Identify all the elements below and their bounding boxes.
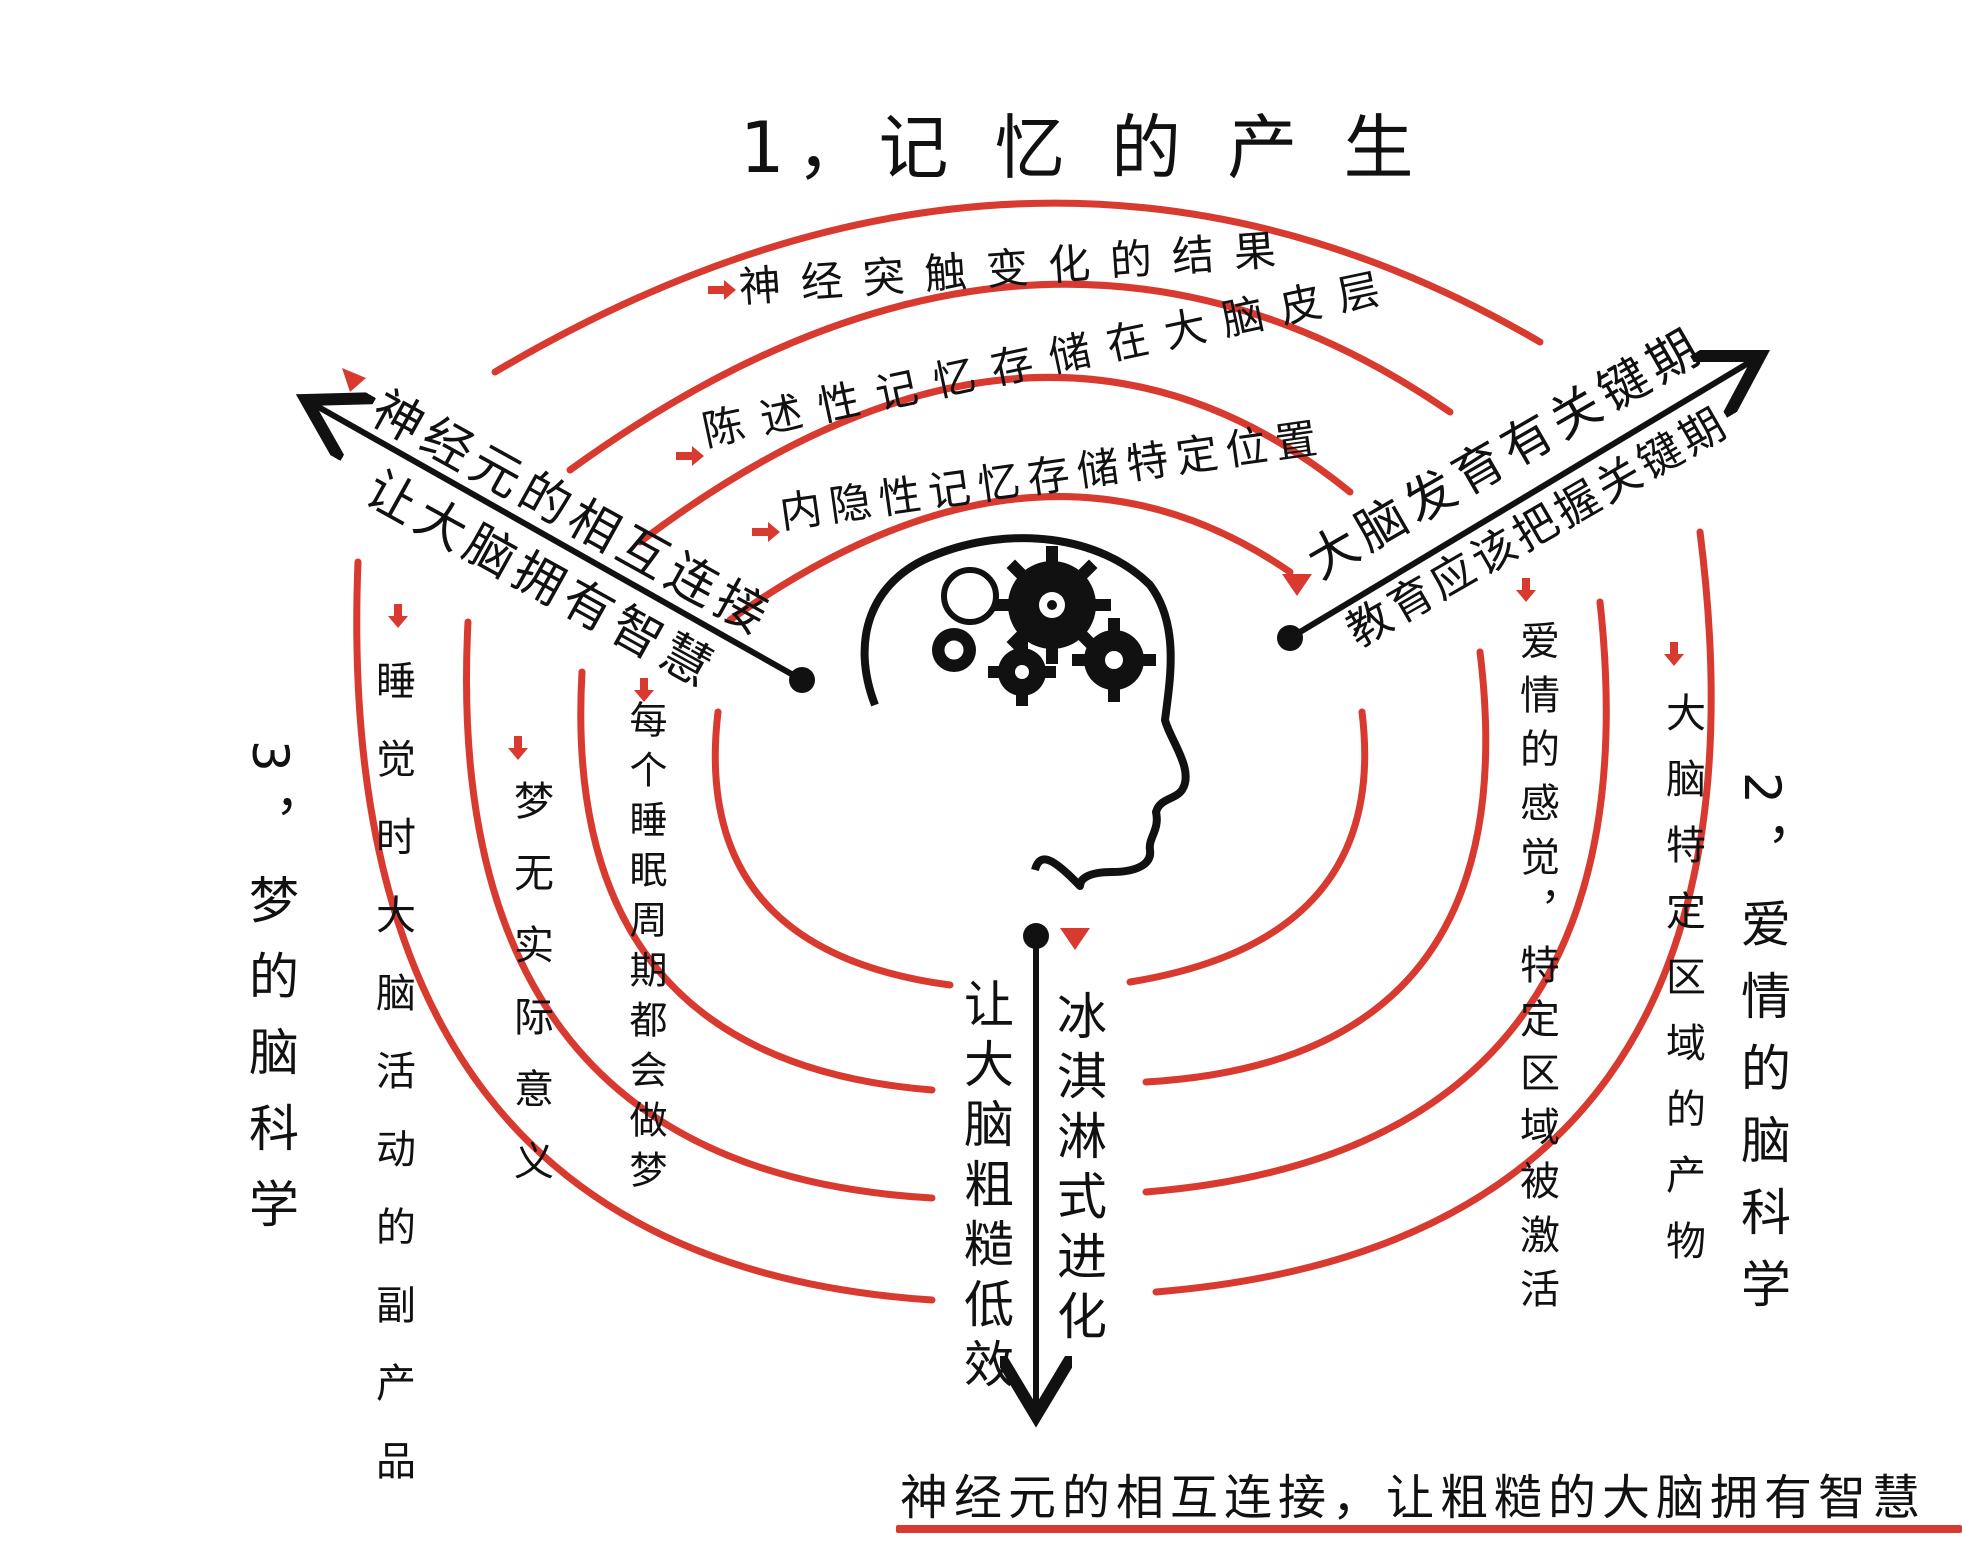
arc-right-2 bbox=[1142, 598, 1610, 1196]
arc-right-outer bbox=[1152, 528, 1715, 1296]
right-axis-dot bbox=[1277, 625, 1303, 651]
arrow-icon bbox=[1664, 642, 1684, 666]
arrow-icon bbox=[752, 522, 780, 542]
section3-title: 3，梦的脑科学 bbox=[241, 740, 299, 1254]
triangle-marker-icon bbox=[342, 368, 366, 392]
footer-underline bbox=[896, 1525, 1962, 1533]
bottom-axis-label-left: 让大脑粗糙低效 bbox=[956, 978, 1014, 1398]
right-axis-arrow bbox=[1288, 356, 1760, 641]
arc-upper-middle bbox=[566, 280, 1454, 474]
arc-left-inner bbox=[711, 708, 954, 989]
section3-item-3: 每个睡眠周期都会做梦 bbox=[623, 700, 667, 1200]
left-axis-dot bbox=[789, 667, 815, 693]
arrow-icon bbox=[708, 280, 736, 300]
triangle-marker-icon bbox=[1282, 574, 1312, 596]
arc-right-inner bbox=[1126, 708, 1369, 986]
section3-item-2: 梦无实际意义 bbox=[507, 780, 553, 1212]
arc-right-3 bbox=[1142, 648, 1490, 1086]
top-title: 1，记 忆 的 产 生 bbox=[740, 107, 1426, 189]
upper-arcs bbox=[491, 199, 1544, 624]
arc-left-outer bbox=[353, 558, 936, 1304]
arrow-icon bbox=[508, 736, 528, 760]
arc-left-3 bbox=[577, 668, 936, 1094]
arc-label-inner: 内隐性记忆存储特定位置 bbox=[777, 413, 1328, 538]
arrow-icon bbox=[634, 678, 654, 702]
section3-item-1: 睡觉时大脑活动的副产品 bbox=[369, 660, 415, 1518]
arrow-icon bbox=[676, 446, 704, 466]
arrow-icon bbox=[1516, 578, 1536, 602]
section2-title: 2，爱情的脑科学 bbox=[1733, 772, 1791, 1330]
brain-gears-head-icon bbox=[860, 534, 1190, 890]
left-arcs bbox=[353, 558, 954, 1304]
arc-upper-core bbox=[726, 493, 1294, 624]
arc-left-2 bbox=[463, 618, 936, 1202]
axes bbox=[306, 356, 1760, 1416]
right-arcs bbox=[1126, 528, 1715, 1296]
triangle-markers bbox=[342, 368, 1312, 950]
triangle-marker-icon bbox=[1060, 928, 1090, 950]
bullet-arrows bbox=[388, 280, 1684, 760]
section2-item-2: 大脑特定区域的产物 bbox=[1659, 692, 1705, 1286]
bottom-axis-dot bbox=[1023, 923, 1049, 949]
section2-item-1: 爱情的感觉，特定区域被激活 bbox=[1513, 620, 1559, 1322]
left-axis-arrow bbox=[306, 400, 804, 683]
bottom-axis-label-right: 冰淇淋式进化 bbox=[1049, 990, 1107, 1350]
arc-upper-inner bbox=[636, 373, 1354, 546]
arrow-icon bbox=[388, 604, 408, 628]
footer-summary: 神经元的相互连接，让粗糙的大脑拥有智慧 bbox=[900, 1470, 1927, 1526]
arc-upper-outer bbox=[491, 199, 1544, 376]
